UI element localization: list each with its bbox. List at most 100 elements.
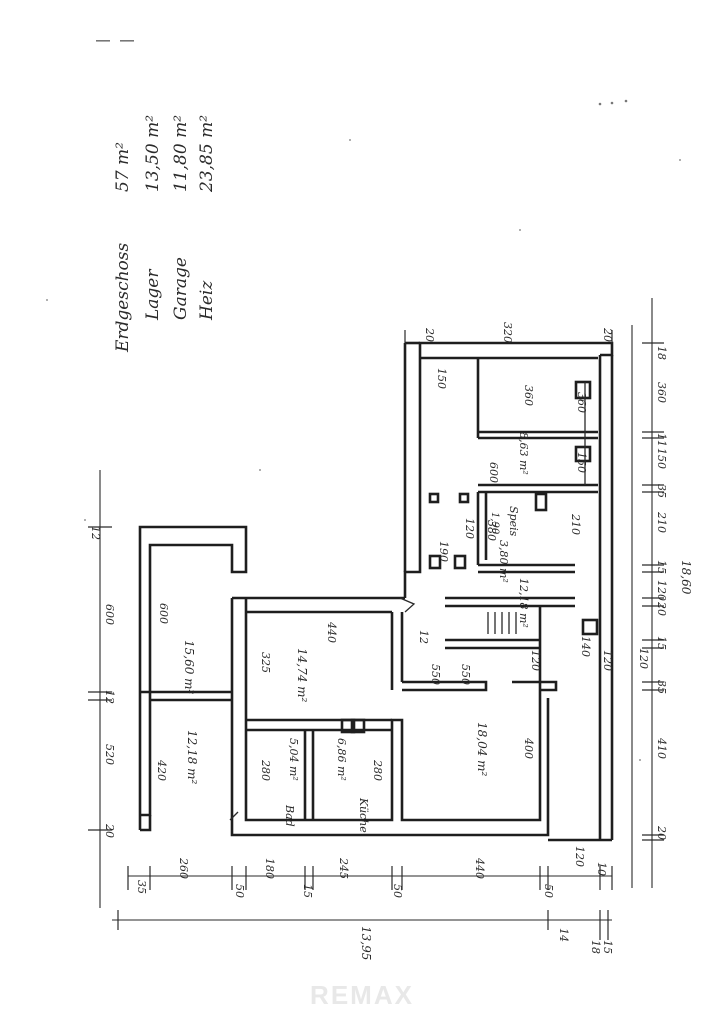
legend-label-heiz: Heiz [197,280,217,321]
dim-right-4: 35 [655,484,668,498]
dimension-texts: 35 260 50 180 15 245 50 440 50 120 10 13… [89,322,693,960]
bottom-ticks [127,866,613,890]
room-left-bottom-dim: 420 [155,759,168,781]
room-flur-area: 12,18 m² [517,578,530,628]
room-big: 18,04 m² [475,722,489,777]
room-left-top-dim: 600 [157,603,170,624]
dim-right-total: 18,60 [679,560,693,595]
room-big-area: 18,04 m² [475,722,489,777]
dim-right-8: 20 [655,601,668,616]
room-kueche-area: 6,86 m² [335,738,348,781]
legend-area-heiz: 23,85 m² [197,115,217,193]
dim-right-6: 15 [655,560,668,574]
dim-right-0: 18 [655,346,668,360]
dim-right-1: 360 [655,382,668,403]
room-left-top: 15,60 m² [182,640,196,695]
dim-bottom-5: 245 [337,857,350,879]
room-big-w: 550 [429,664,442,685]
dim-bottom-0: 35 [135,880,148,894]
dim-bottom-10: 10 [595,862,608,876]
dim-right-13: 20 [655,825,668,840]
room-speis-name: Speis [507,506,520,537]
scan-noise [46,40,681,761]
room-speis-h: 210 [569,513,582,535]
room-wohnen: 14,74 m² [295,648,309,703]
room-left-top-area: 15,60 m² [182,640,196,695]
dim-misc-6: 120 [601,650,614,671]
dim-left-0: 600 [103,604,116,625]
room-labels: 15,60 m² 600 12,18 m² 420 14,74 m² 440 3… [155,385,588,833]
legend-area-erdgeschoss: 57 m² [113,142,133,192]
dim-misc-0: 150 [435,368,448,389]
room-left-bottom-area: 12,18 m² [185,730,199,785]
dim-misc-13: 12 [417,630,430,644]
dim-bottom-4: 15 [301,884,314,898]
dim-bottom-3: 180 [263,858,276,879]
legend-area-garage: 11,80 m² [171,115,191,192]
room-top-w: 360 [522,385,535,406]
dim-misc-12: 18 [589,940,602,954]
dim-misc-11: 14 [557,928,570,942]
dim-top-1: 320 [501,322,514,343]
dim-misc-2: 600 [487,462,500,483]
room-bad: 5,04 m² [287,738,300,781]
walls [138,341,614,842]
dim-misc-5: 550 [459,664,472,685]
room-bad-dim: 280 [259,759,272,781]
dim-right-2: 11 [655,433,668,447]
legend-label-lager: Lager [143,269,163,321]
room-kueche: 6,86 m² [335,738,348,781]
dim-misc-7: 140 [579,636,592,657]
dim-top-0: 20 [423,327,436,342]
dim-bottom-6: 50 [391,884,404,898]
room-top-h: 360 [575,392,588,413]
dim-right-3: 150 [655,448,668,469]
room-wohnen-h: 325 [259,652,272,673]
room-big-h: 400 [522,737,535,759]
dim-misc-1: 150 [575,452,588,473]
dim-misc-3: 190 [437,541,450,562]
room-speis-area: 3,80 m² [497,540,510,583]
legend-label-erdgeschoss: Erdgeschoss [113,242,133,353]
room-bad-name: Bad [283,804,296,827]
room-bad-area: 5,04 m² [287,738,300,781]
dim-bottom-1: 260 [177,857,190,879]
dim-misc-4: 120 [529,650,542,671]
room-speis-w: 380 [485,520,498,541]
legend-area-lager: 13,50 m² [143,115,163,192]
room-speis: Speis [507,506,520,537]
dim-misc-9: 15 [601,940,614,954]
room-wohnen-area: 14,74 m² [295,648,309,703]
room-top: 8,63 m² [517,432,530,475]
dim-right-5: 210 [655,511,668,533]
dim-bottom-9: 120 [573,846,586,867]
dim-right-12: 410 [655,737,668,759]
dim-right-10: 120 [637,648,650,669]
dimension-lines [88,298,664,940]
room-kueche-dim: 280 [371,759,384,781]
dim-right-7: 120 [655,580,668,601]
dim-left-2: 520 [103,744,116,765]
dim-left-3: 20 [103,823,116,838]
dim-right-11: 35 [655,680,668,694]
dim-misc-10: 12 [89,526,102,540]
dim-bottom-7: 440 [473,857,486,879]
room-left-bottom: 12,18 m² [185,730,199,785]
area-legend: Erdgeschoss 57 m² Lager 13,50 m² Garage … [113,115,217,353]
legend-label-garage: Garage [171,257,191,320]
dim-misc-8: 120 [463,518,476,539]
room-speis-sub: 1,90 [489,512,500,535]
dim-left-1: 12 [103,690,116,704]
dim-top-2: 20 [601,327,614,342]
watermark: REMAX [310,980,414,1010]
room-wohnen-w: 440 [325,621,338,643]
room-top-area: 8,63 m² [517,432,530,475]
right-ticks [642,342,664,841]
dim-bottom-2: 50 [233,884,246,898]
room-flur: 12,18 m² [517,578,530,628]
dim-bottom-8: 50 [542,884,555,898]
dim-bottom-total: 13,95 [359,926,373,960]
room-kueche-name: Küche [357,797,370,833]
dim-right-9: 15 [655,636,668,650]
